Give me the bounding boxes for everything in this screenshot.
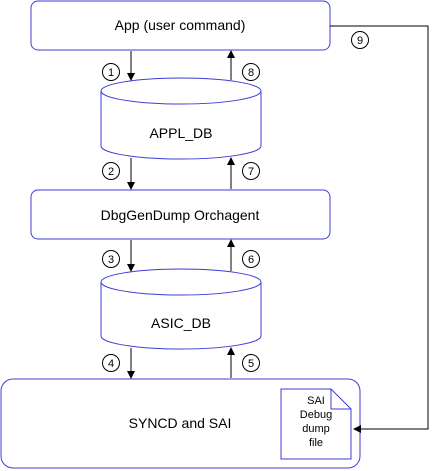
asic-db-label: ASIC_DB [151,315,211,331]
asic-db-node: ASIC_DB [100,268,262,350]
step-4-badge: 4 [102,354,120,372]
step-7-badge: 7 [242,162,260,180]
step-2-badge: 2 [102,162,120,180]
appl-db-node: APPL_DB [100,77,262,160]
asic-db-cylinder-top [100,268,262,296]
step-9-badge: 9 [351,31,369,49]
step-1-badge: 1 [102,63,120,81]
dump-file-line-1: SAI [307,395,325,407]
orchagent-label: DbgGenDump Orchagent [101,207,260,223]
step-5-number: 5 [248,358,254,370]
orchagent-box [30,189,331,240]
app-label: App (user command) [115,17,246,33]
document-fold [330,389,351,410]
step-3-badge: 3 [102,250,120,268]
step-6-badge: 6 [242,250,260,268]
syncd-node: SYNCD and SAI [0,378,361,469]
step-8-number: 8 [248,67,254,79]
arrows [127,25,429,433]
step-6-number: 6 [248,254,254,266]
step-5-badge: 5 [242,354,260,372]
dump-file-line-2: Debug [300,409,332,421]
step-7-number: 7 [248,166,254,178]
app-node: App (user command) [30,0,331,51]
appl-db-label: APPL_DB [149,125,212,141]
appl-db-cylinder [100,91,262,160]
step-8-badge: 8 [242,63,260,81]
dump-file-line-4: file [309,437,323,449]
document-icon [280,388,352,460]
step-1-number: 1 [108,67,114,79]
step-4-number: 4 [108,358,114,370]
asic-db-cylinder [100,282,262,350]
step-labels: 1 8 2 7 3 6 4 5 [102,31,369,372]
step-2-number: 2 [108,166,114,178]
syncd-label: SYNCD and SAI [129,415,232,431]
orchagent-node: DbgGenDump Orchagent [30,189,331,240]
step-9-number: 9 [357,35,363,47]
syncd-box [0,378,361,469]
sai-debug-dump-file: SAI Debug dump file [280,388,352,460]
appl-db-cylinder-top [100,77,262,105]
dump-file-line-3: dump [302,423,330,435]
step-3-number: 3 [108,254,114,266]
arrow-9 [330,25,429,433]
